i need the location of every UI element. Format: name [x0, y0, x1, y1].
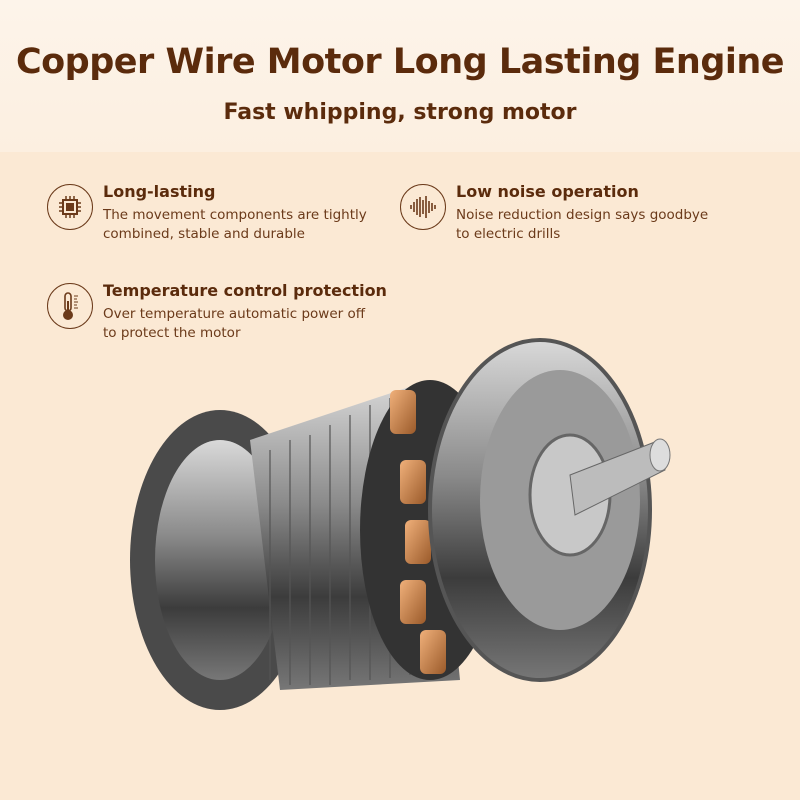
- feature-title: Low noise operation: [456, 182, 639, 201]
- feature-title: Temperature control protection: [103, 281, 387, 300]
- feature-desc: Over temperature automatic power off to …: [103, 306, 366, 341]
- feature-temperature: Temperature control protection Over temp…: [47, 281, 387, 343]
- thermometer-icon: [47, 283, 93, 329]
- feature-low-noise: Low noise operation Noise reduction desi…: [400, 182, 726, 244]
- feature-desc: The movement components are tightly comb…: [103, 207, 367, 242]
- sound-wave-icon: [400, 184, 446, 230]
- feature-long-lasting: Long-lasting The movement components are…: [47, 182, 373, 244]
- page-subtitle: Fast whipping, strong motor: [223, 100, 577, 125]
- header-band: [0, 0, 800, 152]
- chip-icon: [47, 184, 93, 230]
- page-title: Copper Wire Motor Long Lasting Engine: [15, 42, 785, 82]
- feature-title: Long-lasting: [103, 182, 216, 201]
- motor-image: [130, 338, 671, 710]
- feature-desc: Noise reduction design says goodbye to e…: [456, 207, 709, 242]
